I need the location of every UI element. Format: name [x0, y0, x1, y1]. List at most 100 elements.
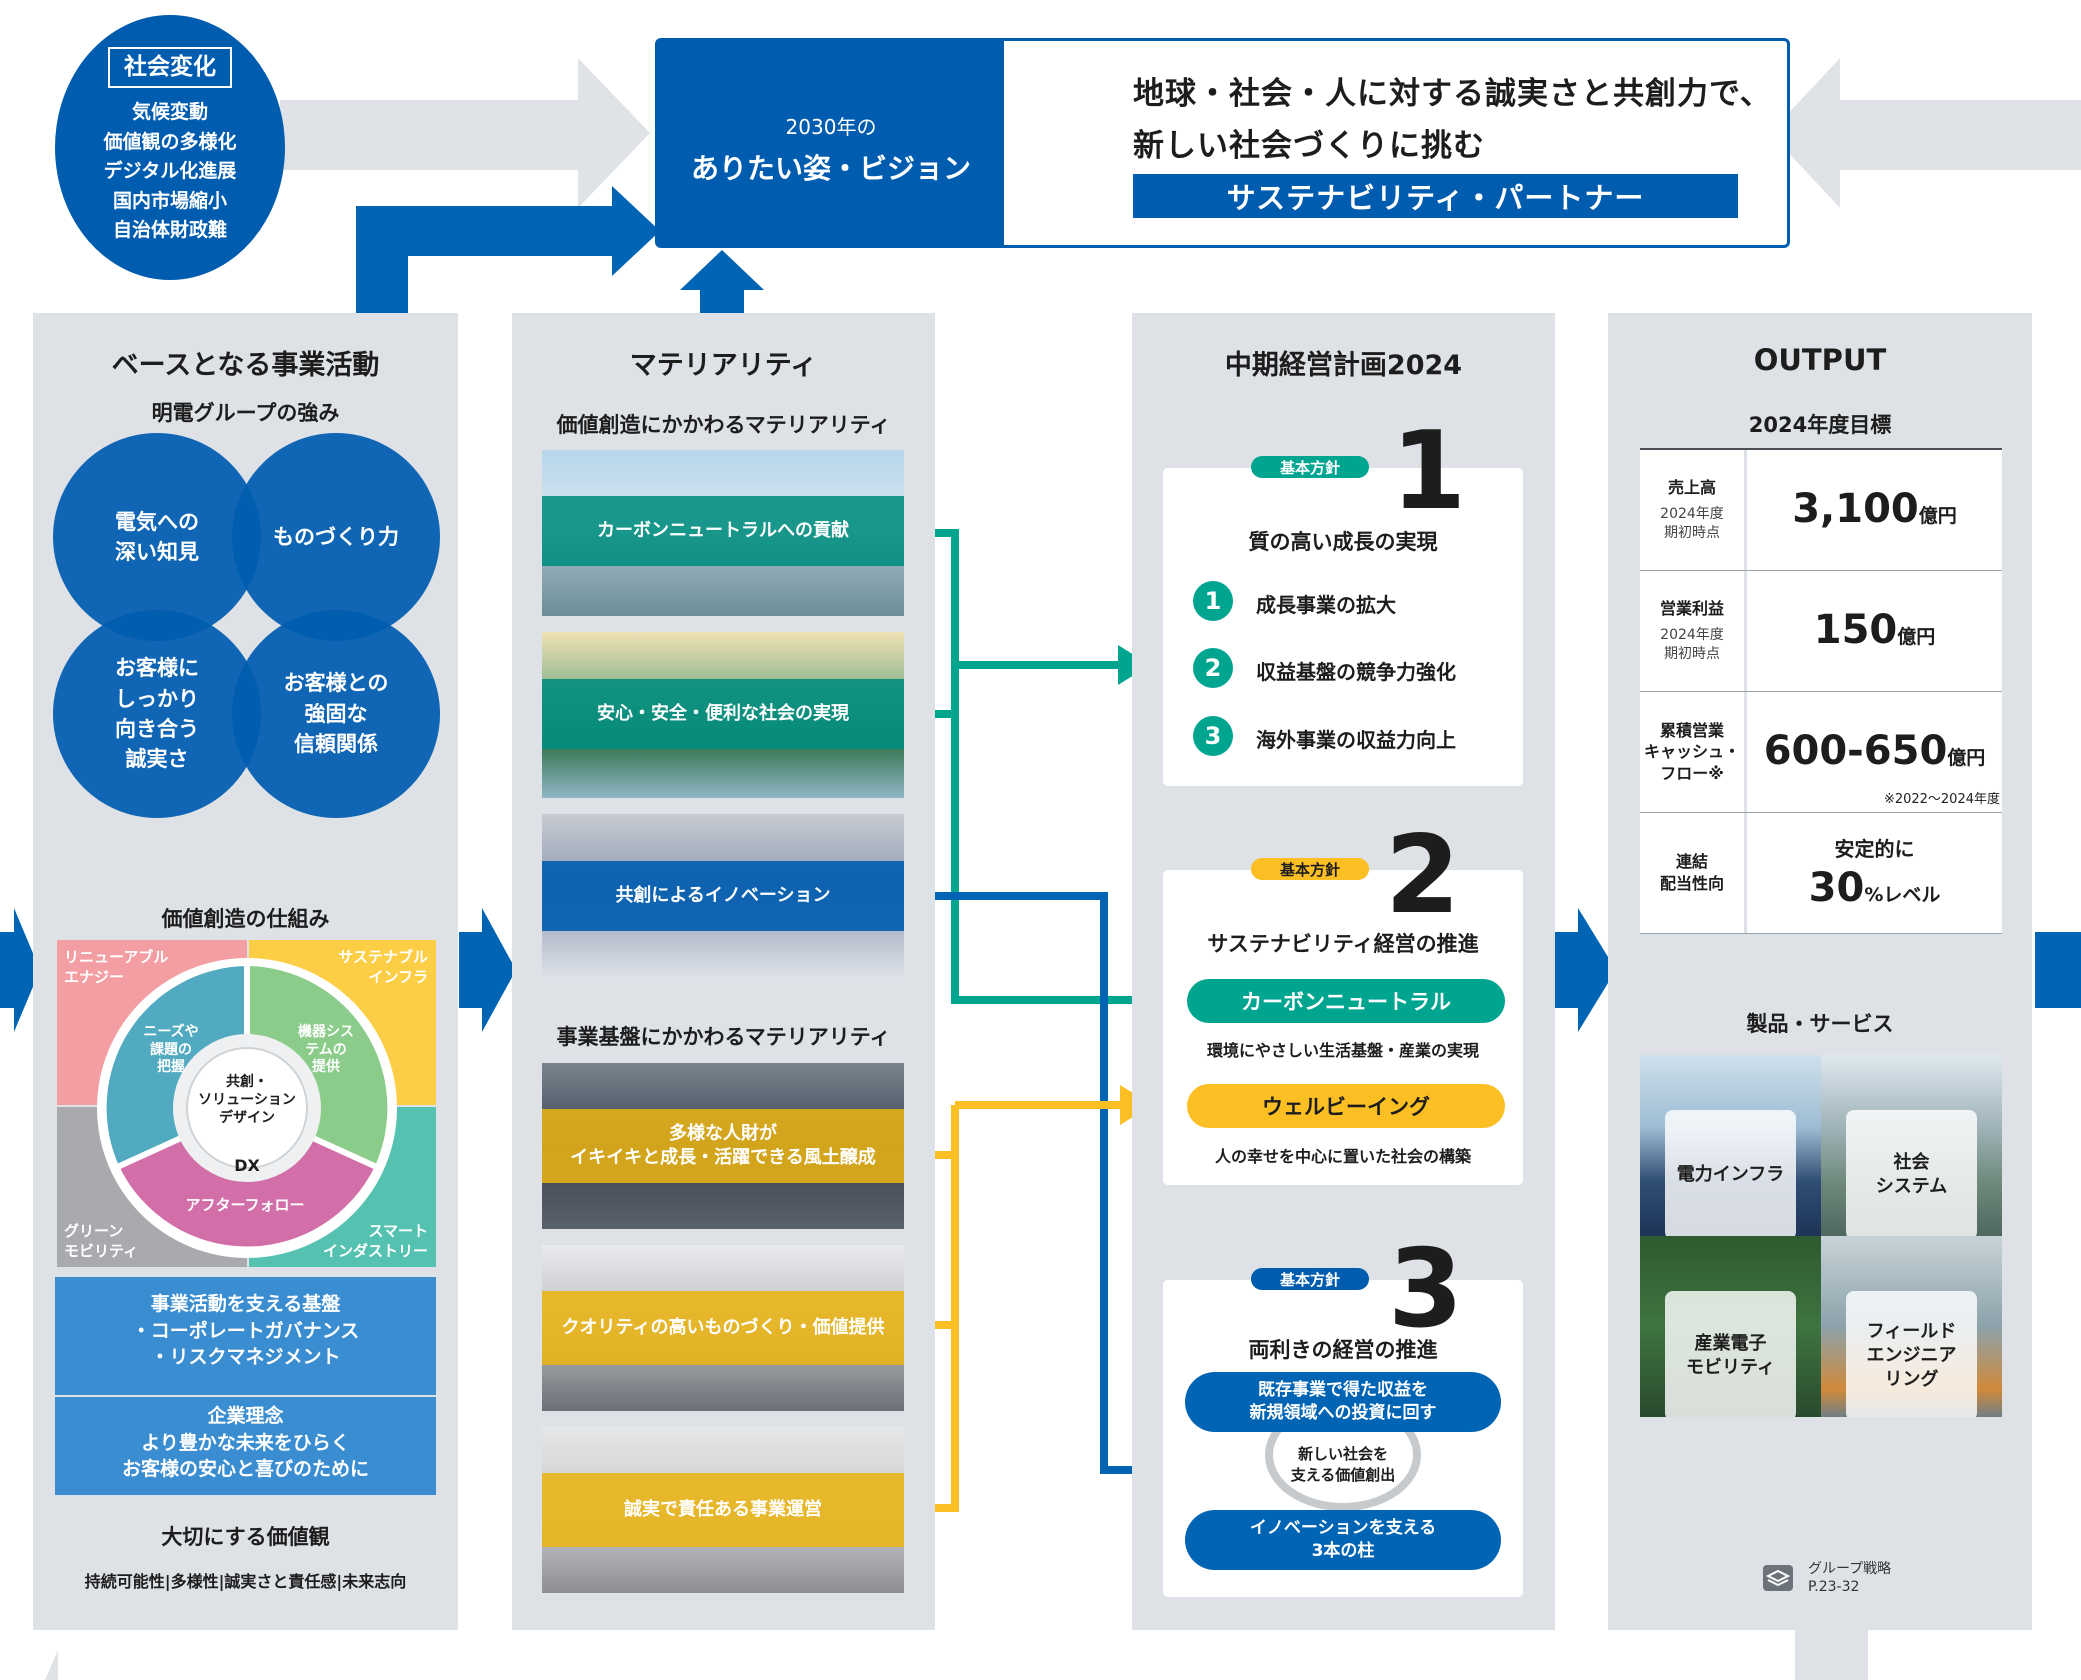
target-label-text: 累積営業 キャッシュ・ フロー※ [1643, 720, 1740, 783]
product-tile: 電力インフラ [1640, 1055, 1821, 1236]
output-title: OUTPUT [1753, 343, 1887, 377]
quadrant-sustainable-label: サステナブル インフラ [338, 948, 428, 986]
values-title: 大切にする価値観 [161, 1525, 330, 1549]
social-change-item: デジタル化進展 [103, 160, 237, 183]
quadrant-green-label: グリーン モビリティ [64, 1222, 139, 1260]
policy-number: 3 [1388, 1227, 1464, 1352]
carbon-neutral-desc: 環境にやさしい生活基盤・産業の実現 [1206, 1041, 1479, 1060]
policy-tag: 基本方針 [1251, 1268, 1369, 1290]
target-label: 累積営業 キャッシュ・ フロー※ [1640, 692, 1744, 812]
target-title: 2024年度目標 [1748, 413, 1892, 437]
ring-afterfollow: アフターフォロー [185, 1196, 305, 1214]
vision-partner: サステナビリティ・パートナー [1133, 174, 1738, 218]
strength-manufacturing: ものづくり力 [232, 433, 440, 641]
vision-year: 2030年の [785, 115, 877, 139]
social-change-item: 自治体財政難 [112, 219, 227, 242]
target-label-text: 営業利益 [1659, 599, 1724, 619]
materiality-responsibility: 誠実で責任ある事業運営 [542, 1473, 904, 1547]
ring-needs: ニーズや 課題の 把握 [143, 1024, 199, 1075]
target-value: 600-650億円 [1747, 728, 2002, 774]
policy-3-investment: 既存事業で得た収益を 新規領域への投資に回す [1185, 1372, 1501, 1432]
ring-dx: DX [234, 1156, 260, 1175]
product-field-engineering: フィールド エンジニア リング [1846, 1291, 1977, 1417]
value-materiality-title: 価値創造にかかわるマテリアリティ [556, 413, 891, 437]
policy-2-title: サステナビリティ経営の推進 [1207, 932, 1479, 956]
strategy-reference[interactable]: グループ戦略 P.23-32 [1808, 1561, 1891, 1596]
policy-3-title: 両利きの経営の推進 [1248, 1338, 1438, 1362]
vision-line1: 地球・社会・人に対する誠実さと共創力で、 [1133, 76, 1772, 112]
target-unit: 億円 [1897, 626, 1936, 648]
values-text: 持続可能性|多様性|誠実さと責任感|未来志向 [84, 1572, 407, 1591]
target-row-sales: 売上高 2024年度 期初時点 3,100億円 [1640, 450, 2002, 571]
target-number: 600-650 [1763, 728, 1948, 774]
strengths-title: 明電グループの強み [151, 401, 340, 425]
target-note: 2024年度 期初時点 [1660, 505, 1724, 541]
policy-2-card: 基本方針 2 サステナビリティ経営の推進 カーボンニュートラル 環境にやさしい生… [1163, 822, 1523, 1185]
policy-number: 1 [1391, 409, 1467, 534]
quadrant-renewable-label: リニューアブル エナジー [64, 948, 169, 986]
materiality-card: 安心・安全・便利な社会の実現 [542, 632, 904, 798]
base-title: ベースとなる事業活動 [111, 350, 380, 381]
quadrant-smart-label: スマート インダストリー [322, 1222, 428, 1260]
strength-trust: お客様との 強固な 信頼関係 [232, 610, 440, 818]
ring-center: 共創・ ソリューション デザイン [198, 1074, 296, 1127]
policy-tag: 基本方針 [1251, 858, 1369, 880]
social-change-item: 国内市場縮小 [112, 189, 227, 212]
target-unit: %レベル [1864, 884, 1941, 906]
policy-1-item: 成長事業の拡大 [1256, 593, 1396, 617]
target-label: 売上高 2024年度 期初時点 [1640, 450, 1744, 570]
foundation-item: ・リスクマネジメント [150, 1346, 341, 1369]
target-table-top [1640, 448, 2002, 450]
target-unit: 億円 [1918, 505, 1957, 527]
policy-1-item: 海外事業の収益力向上 [1256, 728, 1456, 752]
base-materiality-title: 事業基盤にかかわるマテリアリティ [556, 1025, 891, 1049]
materiality-card: 誠実で責任ある事業運営 [542, 1427, 904, 1593]
materiality-card: クオリティの高いものづくり・価値提供 [542, 1245, 904, 1411]
strength-integrity: お客様に しっかり 向き合う 誠実さ [53, 610, 261, 818]
vision-box: 2030年の ありたい姿・ビジョン 地球・社会・人に対する誠実さと共創力で、 新… [655, 38, 1790, 248]
product-tile: 産業電子 モビリティ [1640, 1236, 1821, 1417]
reference-page: P.23-32 [1808, 1578, 1860, 1595]
vision-label: ありたい姿・ビジョン [690, 152, 971, 185]
plan-title: 中期経営計画2024 [1224, 350, 1463, 381]
target-label-text: 売上高 [1667, 478, 1716, 498]
social-change-title: 社会変化 [108, 47, 232, 89]
policy-1-card: 基本方針 1 質の高い成長の実現 1 成長事業の拡大 2 収益基盤の競争力強化 … [1163, 418, 1523, 786]
target-unit: 億円 [1947, 747, 1986, 769]
policy-tag: 基本方針 [1251, 456, 1369, 478]
target-value-cell: 600-650億円 ※2022～2024年度 [1747, 692, 2002, 812]
foundation-title: 事業活動を支える基盤 [150, 1293, 341, 1315]
policy-3-pillars: イノベーションを支える 3本の柱 [1185, 1510, 1501, 1570]
product-tile: 社会 システム [1821, 1055, 2002, 1236]
policy-item-number: 2 [1193, 648, 1233, 688]
target-label-text: 連結 配当性向 [1659, 852, 1724, 893]
policy-number: 2 [1385, 813, 1461, 938]
materiality-people: 多様な人財が イキイキと成長・活躍できる風土醸成 [542, 1109, 904, 1183]
target-number: 30 [1808, 865, 1865, 911]
materiality-card: 共創によるイノベーション [542, 814, 904, 980]
materiality-card: 多様な人財が イキイキと成長・活躍できる風土醸成 [542, 1063, 904, 1229]
target-row-cash-flow: 累積営業 キャッシュ・ フロー※ 600-650億円 ※2022～2024年度 [1640, 692, 2002, 813]
policy-3-value-creation: 新しい社会を 支える価値創出 [1290, 1445, 1396, 1484]
target-number: 150 [1813, 607, 1898, 653]
social-change-item: 気候変動 [131, 101, 208, 124]
product-tile: フィールド エンジニア リング [1821, 1236, 2002, 1417]
target-value-cell: 安定的に 30%レベル [1747, 813, 2002, 933]
product-power-infra: 電力インフラ [1665, 1110, 1796, 1236]
ring-equipment: 機器シス テムの 提供 [298, 1024, 354, 1075]
value-ring [97, 958, 397, 1258]
reference-label: グループ戦略 [1808, 1561, 1892, 1577]
book-icon-glyph [1765, 1569, 1791, 1587]
target-row-operating-profit: 営業利益 2024年度 期初時点 150億円 [1640, 571, 2002, 692]
materiality-card: カーボンニュートラルへの貢献 [542, 450, 904, 616]
target-value: 150億円 [1747, 607, 2002, 653]
policy-item-number: 1 [1193, 581, 1233, 621]
target-value-cell: 3,100億円 [1747, 450, 2002, 570]
target-pre: 安定的に [1834, 837, 1915, 861]
wellbeing-desc: 人の幸せを中心に置いた社会の構築 [1214, 1147, 1471, 1166]
social-change-list: 気候変動 価値観の多様化 デジタル化進展 国内市場縮小 自治体財政難 [103, 98, 236, 245]
products-title: 製品・サービス [1746, 1012, 1894, 1036]
foundation-item: ・コーポレートガバナンス [131, 1319, 360, 1342]
target-number: 3,100 [1792, 486, 1919, 532]
